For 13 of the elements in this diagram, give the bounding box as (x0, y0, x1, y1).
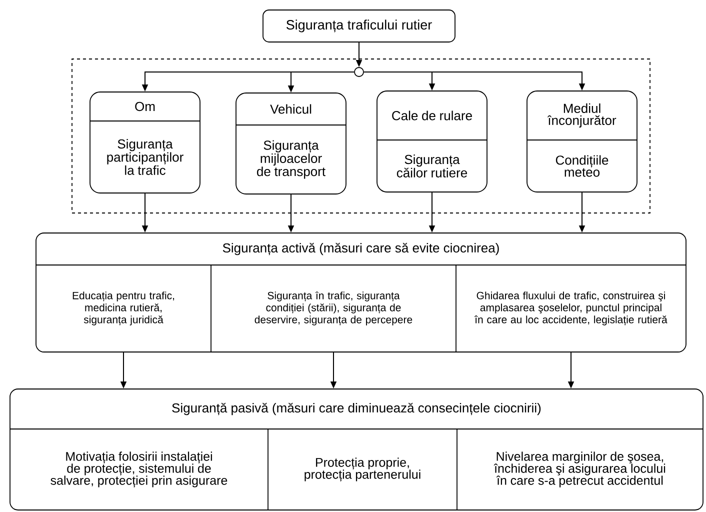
category-box: Cale de rulare Siguranța căilor rutiere (376, 90, 488, 192)
table-cell: Siguranța în trafic, siguranța condiției (stării), siguranța de deservire, siguranța de percepere (254, 292, 412, 326)
table-cell: Ghidarea fluxului de trafic, construirea şi amplasarea şoselelor, punctul principal în care au loc accidente, legislație rutieră (474, 292, 668, 326)
table-cell: Educația pentru trafic, medicina rutieră, siguranța juridică (72, 292, 174, 326)
dashed-frame (72, 58, 650, 214)
table-cell: Motivația folosirii instalației de protecție, sistemului de salvare, protecției prin asigurare (50, 452, 228, 488)
table-cell: Protecția proprie, protecția partenerului (304, 458, 420, 482)
category-box: Vehicul Siguranța mijloacelor de transport (236, 92, 346, 194)
junction-circle (354, 67, 364, 77)
category-box: Om Siguranța participanților la trafic (90, 92, 200, 194)
title-box: Siguranța traficului rutier (262, 10, 456, 42)
category-box: Mediul înconjurător Condițiile meteo (526, 90, 638, 192)
table-cell: Nivelarea marginilor de şosea, închiderea şi asigurarea locului în care s-a petrecut accidentul (494, 452, 666, 488)
